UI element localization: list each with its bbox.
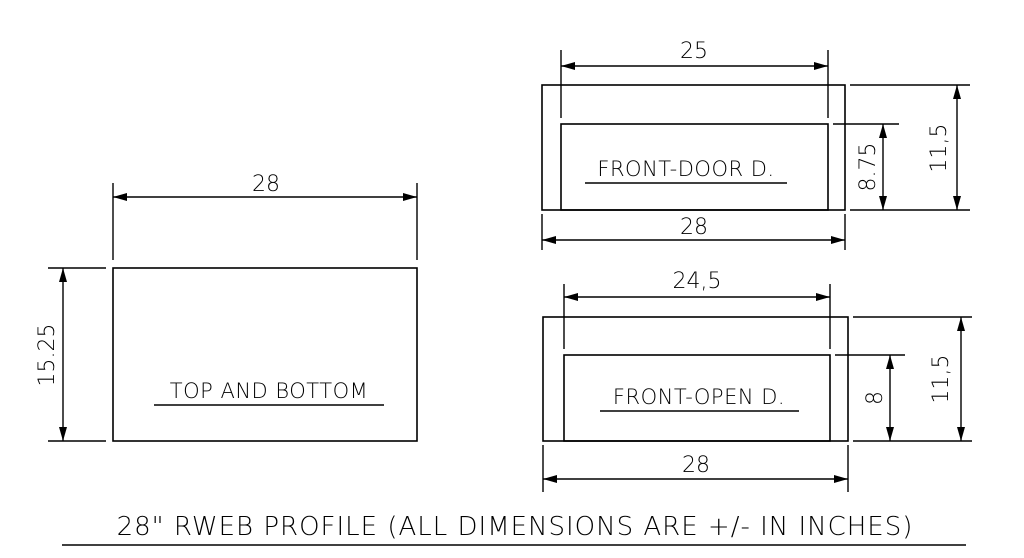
front-door-outer-height-value: 11,5 <box>927 124 952 173</box>
top-bottom-label: TOP AND BOTTOM <box>170 379 368 403</box>
top-bottom-panel: 28 15.25 TOP AND BOTTOM <box>35 172 418 442</box>
arrowhead <box>542 236 556 244</box>
arrowhead <box>814 62 828 70</box>
arrowhead <box>879 196 887 210</box>
front-door-panel: 25 28 8.75 11,5 FRONT-DOOR D. <box>541 39 970 250</box>
top-bottom-outline <box>112 267 418 442</box>
arrowhead <box>831 236 845 244</box>
arrowhead <box>403 193 417 201</box>
drawing-title-block: 28" RWEB PROFILE (ALL DIMENSIONS ARE +/-… <box>62 512 966 546</box>
arrowhead <box>113 193 127 201</box>
front-open-inner-outline <box>563 354 831 442</box>
arrowhead <box>543 475 557 483</box>
front-open-panel: 24,5 28 8 11,5 FRONT-OPEN D. <box>542 269 972 492</box>
front-open-bottom-width-value: 28 <box>682 453 710 478</box>
arrowhead <box>561 62 575 70</box>
arrowhead <box>957 317 965 331</box>
front-door-inner-height-value: 8.75 <box>856 143 881 192</box>
front-open-inner-height-value: 8 <box>863 391 888 405</box>
front-door-bottom-width-value: 28 <box>680 215 708 240</box>
drawing-title: 28" RWEB PROFILE (ALL DIMENSIONS ARE +/-… <box>117 512 914 542</box>
front-door-top-width-value: 25 <box>680 39 708 64</box>
front-door-outer-outline <box>541 84 846 211</box>
arrowhead <box>886 427 894 441</box>
front-open-label: FRONT-OPEN D. <box>613 385 785 409</box>
arrowhead <box>953 196 961 210</box>
arrowhead <box>59 427 67 441</box>
arrowhead <box>879 124 887 138</box>
arrowhead <box>886 355 894 369</box>
arrowhead <box>957 427 965 441</box>
arrowhead <box>564 293 578 301</box>
arrowhead <box>59 268 67 282</box>
front-open-outer-height-value: 11,5 <box>929 355 954 404</box>
front-open-outer-outline <box>542 316 849 442</box>
arrowhead <box>834 475 848 483</box>
front-door-inner-outline <box>560 123 829 211</box>
arrowhead <box>953 85 961 99</box>
arrowhead <box>816 293 830 301</box>
top-bottom-width-value: 28 <box>252 172 280 197</box>
front-door-label: FRONT-DOOR D. <box>597 157 774 181</box>
top-bottom-height-value: 15.25 <box>35 324 60 387</box>
front-open-top-width-value: 24,5 <box>673 269 722 294</box>
